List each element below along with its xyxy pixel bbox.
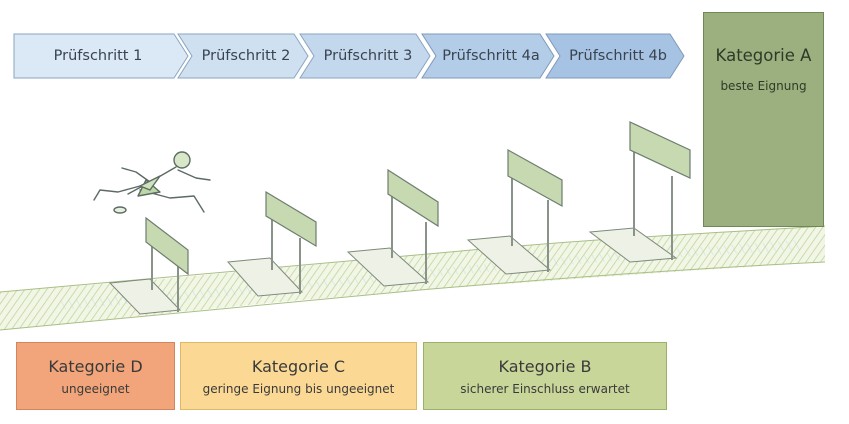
step-arrow-4b — [545, 33, 685, 79]
step-arrow-3 — [299, 33, 431, 79]
category-b-subtitle: sicherer Einschluss erwartet — [460, 382, 630, 396]
runner-figure — [93, 151, 211, 214]
hurdle-2 — [226, 190, 317, 297]
step-arrow-2 — [177, 33, 309, 79]
category-c-title: Kategorie C — [251, 357, 346, 376]
category-d-box: Kategorie D ungeeignet — [16, 342, 175, 410]
hurdle-1 — [108, 216, 189, 315]
step-label-2: Prüfschritt 2 — [201, 48, 291, 64]
step-arrow-1 — [13, 33, 189, 79]
category-d-title: Kategorie D — [48, 357, 143, 376]
step-label-1: Prüfschritt 1 — [53, 48, 143, 64]
category-a-title: Kategorie A — [715, 46, 812, 65]
step-label-4a: Prüfschritt 4a — [442, 48, 540, 64]
hurdle-5 — [588, 121, 691, 263]
category-a-subtitle: beste Eignung — [720, 79, 807, 93]
hurdle-3 — [346, 168, 439, 287]
process-steps — [13, 33, 685, 79]
step-label-3: Prüfschritt 3 — [323, 48, 413, 64]
category-a-box: Kategorie A beste Eignung — [703, 12, 824, 227]
category-c-subtitle: geringe Eignung bis ungeeignet — [202, 382, 395, 396]
category-c-box: Kategorie C geringe Eignung bis ungeeign… — [180, 342, 417, 410]
step-arrow-4a — [421, 33, 555, 79]
category-d-subtitle: ungeeignet — [61, 382, 130, 396]
category-b-box: Kategorie B sicherer Einschluss erwartet — [423, 342, 667, 410]
hurdle-4 — [466, 148, 563, 275]
step-label-4b: Prüfschritt 4b — [569, 48, 667, 64]
category-b-title: Kategorie B — [498, 357, 592, 376]
